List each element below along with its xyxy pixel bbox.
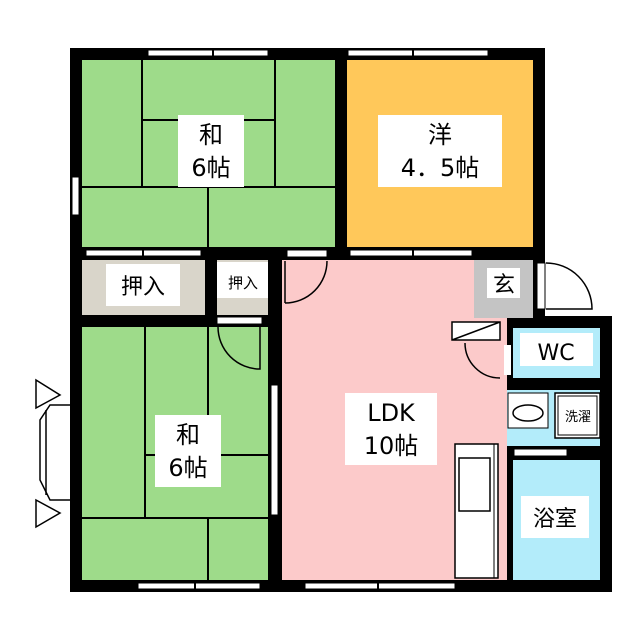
room-name: 浴室 [533,507,577,532]
room-yoshitsu: 洋 4．5帖 [347,60,533,247]
room-washroom: 洗濯 [507,390,601,446]
room-genkan: 玄 [474,260,593,318]
room-wc: WC [504,328,600,378]
room-name: 押入 [228,274,258,292]
room-name: 和 [199,121,223,149]
room-washitsu-top: 和 6帖 [82,60,335,247]
room-bath: 浴室 [513,448,600,580]
room-ldk: LDK 10帖 [282,260,507,580]
room-oshiire-small: 押入 [217,260,268,315]
door-swing [284,260,328,304]
window-mullions [142,48,414,591]
bay-window [35,378,70,529]
room-name: 玄 [493,273,515,298]
room-name: LDK [367,399,416,427]
room-size: 10帖 [364,432,419,460]
room-size: 6帖 [168,454,207,482]
kitchen-counter [454,443,499,579]
room-name: 押入 [121,275,165,300]
sink-icon [512,404,544,422]
room-name: WC [537,341,574,366]
door-swing [217,326,261,370]
room-size: 6帖 [191,154,230,182]
laundry-label: 洗濯 [565,410,591,425]
room-name: 洋 [428,121,452,149]
room-oshiire-large: 押入 [82,260,205,315]
room-name: 和 [176,421,200,449]
room-washitsu-bottom: 和 6帖 [82,326,268,580]
entrance-door [545,262,593,310]
room-size: 4．5帖 [401,154,480,182]
